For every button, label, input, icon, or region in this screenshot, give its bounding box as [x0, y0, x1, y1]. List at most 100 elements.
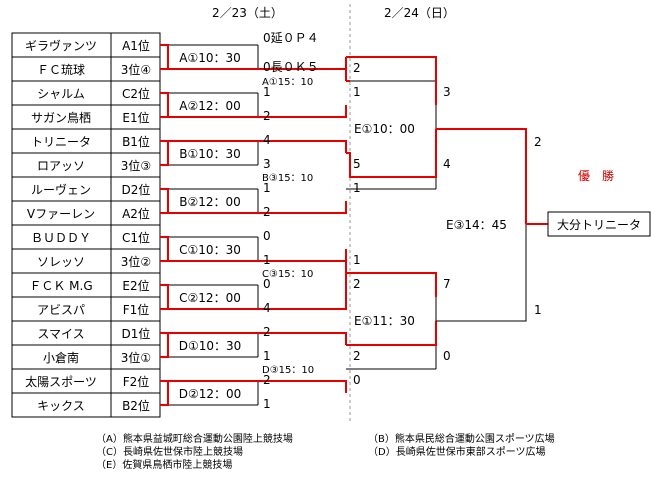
- match-label: D①10：30: [179, 339, 242, 353]
- match-score: 4: [263, 133, 271, 147]
- match-score: 7: [443, 277, 451, 291]
- team-seed: F2位: [123, 374, 150, 389]
- team-name: ＦＣ琉球: [37, 63, 85, 77]
- match-score: 2: [263, 373, 271, 387]
- match-score: 0: [263, 277, 271, 291]
- team-name: ＢＵＤＤＹ: [31, 231, 91, 245]
- team-name: ギラヴァンツ: [25, 38, 97, 53]
- match-label: B①10：30: [179, 147, 241, 161]
- match-score: 2: [263, 205, 271, 219]
- team-table: ギラヴァンツ A1位 ＦＣ琉球 3位④ シャルム C2位 サガン鳥栖 E1位 トリニータ…: [11, 32, 161, 418]
- match-score: 3: [443, 85, 451, 99]
- team-seed: 3位④: [121, 62, 151, 77]
- match-label: E③14：45: [446, 218, 507, 232]
- team-row: スマイス D1位: [11, 320, 161, 346]
- match-score: 0: [263, 229, 271, 243]
- team-row: キックス B2位: [11, 392, 161, 418]
- team-name: サガン鳥栖: [31, 110, 91, 125]
- team-name: Vファーレン: [27, 207, 95, 221]
- match-score: 2: [534, 135, 542, 149]
- match-label: B②12：00: [179, 195, 241, 209]
- team-name: トリニータ: [31, 135, 91, 149]
- team-name: ソレッソ: [37, 255, 85, 269]
- match-score: 1: [353, 181, 361, 195]
- team-row: ＦＣＫ M.G E2位: [11, 272, 161, 298]
- match-score: 4: [263, 301, 271, 315]
- team-name: シャルム: [37, 87, 85, 101]
- team-seed: E1位: [122, 110, 149, 125]
- team-name: ＦＣＫ M.G: [29, 279, 92, 293]
- match-score: 1: [353, 85, 361, 99]
- match-score: 0: [353, 373, 361, 387]
- team-seed: E2位: [122, 278, 149, 293]
- venue-e: （E）佐賀県鳥栖市陸上競技場: [96, 458, 232, 471]
- team-row: ＦＣ琉球 3位④: [11, 56, 161, 82]
- team-seed: C1位: [122, 230, 150, 245]
- match-label: A①10：30: [179, 51, 241, 65]
- match-score: 0長０Ｋ５: [263, 60, 319, 74]
- match-score: 4: [443, 157, 451, 171]
- team-row: トリニータ B1位: [11, 128, 161, 154]
- match-label: C①10：30: [179, 243, 241, 257]
- team-seed: A2位: [122, 206, 150, 221]
- team-seed: B1位: [122, 134, 150, 149]
- venue-c: （C）長崎県佐世保市陸上競技場: [96, 445, 243, 458]
- team-seed: 3位①: [121, 350, 151, 365]
- match-label: E①10：00: [354, 122, 415, 136]
- match-label: B③15：10: [262, 173, 313, 184]
- team-row: サガン鳥栖 E1位: [11, 104, 161, 130]
- match-label: D②12：00: [179, 387, 242, 401]
- team-seed: A1位: [122, 38, 150, 53]
- team-seed: C2位: [122, 86, 150, 101]
- team-seed: B2位: [122, 398, 150, 413]
- match-score: 1: [263, 349, 271, 363]
- match-label: C③15：10: [262, 269, 313, 280]
- match-score: 1: [534, 303, 542, 317]
- match-score: 1: [263, 181, 271, 195]
- match-score: 2: [353, 277, 361, 291]
- team-name: キックス: [37, 399, 85, 413]
- match-score: 5: [353, 157, 361, 171]
- match-label: A②12：00: [179, 99, 241, 113]
- match-label: A①15：10: [262, 77, 313, 88]
- venue-b: （B）熊本県民総合運動公園スポーツ広場: [368, 432, 555, 445]
- match-label: E①11：30: [354, 314, 415, 328]
- champion-title: 優 勝: [578, 168, 614, 183]
- venue-legend: （A）熊本県益城町総合運動公園陸上競技場 （B）熊本県民総合運動公園スポーツ広場…: [96, 432, 555, 471]
- match-score: 2: [353, 61, 361, 75]
- date-day2: 2／24（日）: [384, 6, 455, 20]
- date-day1: 2／23（土）: [212, 6, 283, 20]
- match-score: 3: [263, 157, 271, 171]
- match-score: 1: [353, 253, 361, 267]
- match-label: C②12：00: [179, 291, 241, 305]
- match-label: D③15：10: [262, 365, 314, 376]
- team-row: 小倉南 3位①: [11, 344, 161, 370]
- team-row: 太陽スポーツ F2位: [11, 368, 161, 394]
- team-row: シャルム C2位: [11, 80, 161, 106]
- team-seed: F1位: [123, 302, 150, 317]
- venue-a: （A）熊本県益城町総合運動公園陸上競技場: [96, 432, 293, 445]
- team-row: ギラヴァンツ A1位: [11, 32, 161, 58]
- champion-box: [547, 211, 651, 237]
- match-score: 2: [263, 109, 271, 123]
- match-score: 2: [353, 349, 361, 363]
- team-row: ＢＵＤＤＹ C1位: [11, 224, 161, 250]
- team-seed: 3位②: [121, 254, 151, 269]
- team-name: 太陽スポーツ: [25, 374, 97, 389]
- champion-name: 大分トリニータ: [557, 218, 641, 232]
- team-row: ソレッソ 3位②: [11, 248, 161, 274]
- team-seed: D1位: [122, 326, 151, 341]
- match-score: 0: [443, 349, 451, 363]
- venue-d: （D）長崎県佐世保市東部スポーツ広場: [368, 445, 546, 458]
- match-score: 0延０Ｐ４: [263, 31, 319, 45]
- team-name: 小倉南: [43, 350, 79, 365]
- match-score: 1: [263, 253, 271, 267]
- team-name: スマイス: [37, 327, 84, 341]
- round2-lines: [345, 56, 437, 370]
- semis-lines: [435, 105, 527, 322]
- team-seed: 3位③: [121, 158, 151, 173]
